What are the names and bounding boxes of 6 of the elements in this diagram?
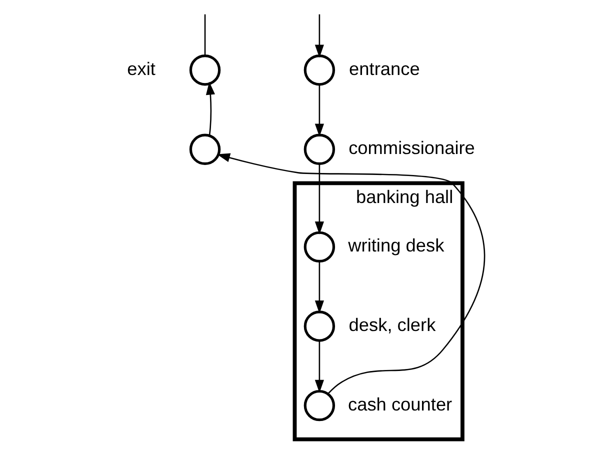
node-label: entrance xyxy=(348,58,420,79)
node-label: writing desk xyxy=(348,236,444,256)
node-label: exit xyxy=(126,58,155,79)
node-label: desk, clerk xyxy=(348,315,436,336)
node-label: commissionaire xyxy=(348,138,474,158)
node-label: cash counter xyxy=(347,394,452,414)
